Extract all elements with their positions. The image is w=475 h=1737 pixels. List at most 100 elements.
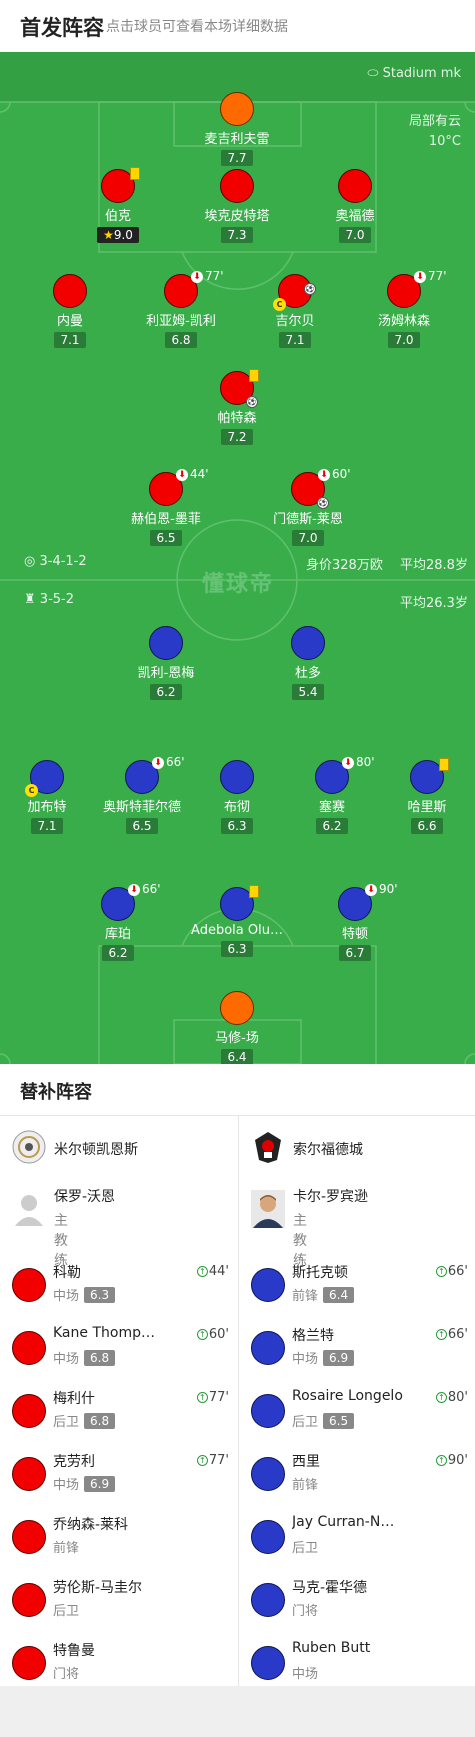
- coach-role: 主教练: [54, 1213, 68, 1269]
- player-pos: 门将: [53, 1667, 80, 1682]
- sub-player-row[interactable]: 劳伦斯-马圭尔后卫: [0, 1569, 237, 1632]
- player-dot: [12, 1268, 46, 1302]
- player-rating: 6.9: [323, 1350, 355, 1366]
- player-dot: [220, 885, 259, 921]
- sub-out-icon: ⬇: [191, 270, 203, 283]
- sub-in-icon: ↑: [196, 1392, 208, 1403]
- sub-out-icon: ⬇: [318, 468, 330, 481]
- player-home-am[interactable]: ⚽ 帕特森 7.2: [177, 369, 297, 445]
- sub-out-icon: ⬇: [176, 468, 188, 481]
- sub-player-row[interactable]: 马克-霍华德门将: [239, 1569, 475, 1632]
- player-pos: 前锋: [292, 1478, 319, 1493]
- sub-player-row[interactable]: 乔纳森-莱科前锋: [0, 1506, 237, 1569]
- player-rating: 6.5: [150, 530, 182, 546]
- yellow-card-icon: [249, 369, 259, 382]
- away-team-badge-icon: [255, 1132, 281, 1163]
- player-rating: 7.1: [279, 332, 311, 348]
- player-dot: [251, 1646, 285, 1680]
- player-name: 帕特森: [217, 411, 257, 426]
- sub-player-row[interactable]: Jay Curran-N…后卫: [239, 1506, 475, 1569]
- player-rating: 6.5: [126, 818, 158, 834]
- page-title: 首发阵容: [20, 16, 104, 40]
- player-rating: 7.1: [54, 332, 86, 348]
- player-away-def2[interactable]: Adebola Olu…6.3: [177, 885, 297, 957]
- player-name: 马修-场: [215, 1031, 259, 1046]
- player-rating: 6.8: [84, 1350, 116, 1366]
- player-name: Adebola Olu…: [191, 923, 283, 938]
- sub-in-icon: ↑: [435, 1392, 447, 1403]
- home-formation-text: 3-4-1-2: [39, 554, 87, 569]
- sub-out-icon: ⬇: [128, 883, 140, 896]
- player-dot: ⬇60'⚽: [291, 467, 351, 509]
- sub-player-row[interactable]: 西里前锋↑90': [239, 1443, 475, 1506]
- player-rating: ★9.0: [97, 227, 139, 243]
- player-home-def1[interactable]: 伯克★9.0: [58, 167, 178, 243]
- home-value: 身价328万欧: [306, 558, 383, 573]
- away-badge-icon: ♜: [24, 592, 36, 607]
- player-dot: [101, 167, 140, 203]
- sub-in-icon: ↑: [435, 1266, 447, 1277]
- sub-in-minute: ↑77': [196, 1453, 229, 1468]
- player-rating: 7.0: [292, 530, 324, 546]
- goal-ball-icon: ⚽: [246, 396, 258, 408]
- player-rating: 6.8: [165, 332, 197, 348]
- player-rating: 6.5: [323, 1413, 355, 1429]
- player-pos: 门将: [292, 1604, 319, 1619]
- player-rating: 7.2: [221, 429, 253, 445]
- player-dot: ⚽: [220, 369, 259, 408]
- player-rating: 7.7: [221, 150, 253, 166]
- player-name: 克劳利: [53, 1454, 95, 1470]
- player-dot: [251, 1583, 285, 1617]
- player-dot: [251, 1268, 285, 1302]
- player-dot: [53, 274, 87, 308]
- player-name: 吉尔贝: [275, 314, 315, 329]
- player-name: 劳伦斯-马圭尔: [53, 1580, 143, 1596]
- home-team-badge-icon: [12, 1130, 46, 1164]
- coach-avatar-icon: [15, 1195, 43, 1226]
- yellow-card-icon: [439, 758, 449, 771]
- player-dot: [149, 626, 183, 660]
- away-formation: ♜ 3-5-2: [24, 592, 74, 607]
- player-name: Rosaire Longelo: [292, 1388, 403, 1404]
- player-rating: 6.2: [102, 945, 134, 961]
- sub-player-row[interactable]: 特鲁曼门将: [0, 1632, 237, 1695]
- player-name: Kane Thomp…: [53, 1325, 155, 1341]
- sub-out-icon: ⬇: [365, 883, 377, 896]
- captain-icon: C: [25, 784, 38, 797]
- player-dot: ⬇66': [125, 755, 185, 794]
- sub-out-icon: ⬇: [414, 270, 426, 283]
- player-rating: 6.2: [316, 818, 348, 834]
- subs-header: 替补阵容: [0, 1064, 475, 1116]
- yellow-card-icon: [249, 885, 259, 898]
